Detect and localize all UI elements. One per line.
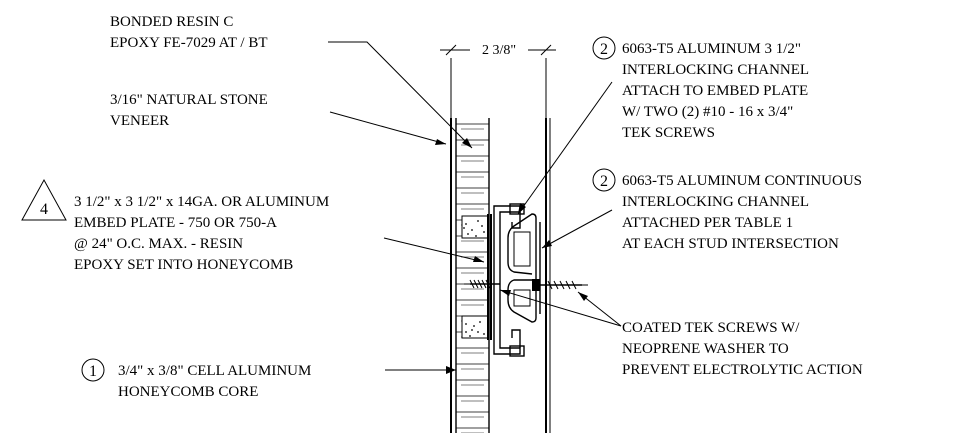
note-resin-line-1: BONDED RESIN C xyxy=(110,14,233,30)
note-embed-line-2: EMBED PLATE - 750 OR 750-A xyxy=(74,215,277,231)
resin-dot xyxy=(465,223,467,225)
resin-dot xyxy=(465,331,467,333)
stud-wall-line xyxy=(545,118,551,433)
note-veneer-line-2: VENEER xyxy=(110,113,169,129)
tag-core-number: 1 xyxy=(89,363,97,380)
note-channel-continuous: 6063-T5 ALUMINUM CONTINUOUS INTERLOCKING… xyxy=(622,173,862,252)
tag-embed-plate: 4 xyxy=(21,178,67,221)
interlocking-channel-continuous xyxy=(507,213,541,323)
note-channel-embed: 6063-T5 ALUMINUM 3 1/2" INTERLOCKING CHA… xyxy=(622,41,809,141)
tag-channel-b-number: 2 xyxy=(600,173,608,190)
note-stone-veneer: 3/16" NATURAL STONE VENEER xyxy=(110,92,268,129)
note-core-line-1: 3/4" x 3/8" CELL ALUMINUM xyxy=(118,363,311,379)
resin-dot xyxy=(467,233,469,235)
note-channel-a-line-1: 6063-T5 ALUMINUM 3 1/2" xyxy=(622,41,801,57)
note-honeycomb-core: 3/4" x 3/8" CELL ALUMINUM HONEYCOMB CORE xyxy=(118,363,311,400)
resin-dot xyxy=(475,235,477,237)
note-channel-b-line-1: 6063-T5 ALUMINUM CONTINUOUS xyxy=(622,173,862,189)
note-channel-b-line-4: AT EACH STUD INTERSECTION xyxy=(622,236,839,252)
resin-dot xyxy=(471,329,473,331)
note-screws-line-3: PREVENT ELECTROLYTIC ACTION xyxy=(622,362,863,378)
note-core-line-2: HONEYCOMB CORE xyxy=(118,384,258,400)
note-channel-a-line-5: TEK SCREWS xyxy=(622,125,715,141)
resin-speckle xyxy=(463,220,485,337)
resin-dot xyxy=(477,220,479,222)
resin-dot xyxy=(471,229,473,231)
tag-channel-a-number: 2 xyxy=(600,41,608,58)
resin-dot xyxy=(481,225,483,227)
note-screws-line-1: COATED TEK SCREWS W/ xyxy=(622,320,800,336)
note-embed-line-4: EPOXY SET INTO HONEYCOMB xyxy=(74,257,293,273)
resin-dot xyxy=(483,333,485,335)
embed-plate xyxy=(461,214,492,340)
resin-dot xyxy=(463,227,465,229)
note-channel-b-line-2: INTERLOCKING CHANNEL xyxy=(622,194,809,210)
dimension-width: 2 3/8" xyxy=(440,40,556,118)
resin-dot xyxy=(465,323,467,325)
note-channel-a-line-3: ATTACH TO EMBED PLATE xyxy=(622,83,808,99)
tek-screw-left xyxy=(464,279,500,289)
note-resin-line-2: EPOXY FE-7029 AT / BT xyxy=(110,35,268,51)
tek-screw-right xyxy=(532,279,588,291)
tag-embed-number: 4 xyxy=(40,201,48,218)
tag-channel-b: 2 xyxy=(592,168,616,192)
resin-dot xyxy=(479,321,481,323)
note-screws-line-2: NEOPRENE WASHER TO xyxy=(622,341,789,357)
note-embed-line-3: @ 24" O.C. MAX. - RESIN xyxy=(74,236,243,252)
note-embed-line-1: 3 1/2" x 3 1/2" x 14GA. OR ALUMINUM xyxy=(74,194,329,210)
resin-dot xyxy=(473,325,475,327)
note-channel-a-line-2: INTERLOCKING CHANNEL xyxy=(622,62,809,78)
leader-lines xyxy=(328,41,622,374)
note-veneer-line-1: 3/16" NATURAL STONE xyxy=(110,92,268,108)
note-channel-b-line-3: ATTACHED PER TABLE 1 xyxy=(622,215,793,231)
resin-dot xyxy=(469,335,471,337)
note-embed-plate: 3 1/2" x 3 1/2" x 14GA. OR ALUMINUM EMBE… xyxy=(74,194,329,273)
resin-dot xyxy=(477,331,479,333)
tag-core: 1 xyxy=(81,358,105,382)
note-channel-a-line-4: W/ TWO (2) #10 - 16 x 3/4" xyxy=(622,104,793,120)
note-tek-screws: COATED TEK SCREWS W/ NEOPRENE WASHER TO … xyxy=(622,320,863,378)
resin-dot xyxy=(483,231,485,233)
note-bonded-resin: BONDED RESIN C EPOXY FE-7029 AT / BT xyxy=(110,14,268,51)
dimension-label: 2 3/8" xyxy=(482,43,516,58)
stone-veneer xyxy=(450,118,457,433)
honeycomb-core xyxy=(456,123,489,433)
tag-channel-a: 2 xyxy=(592,36,616,60)
